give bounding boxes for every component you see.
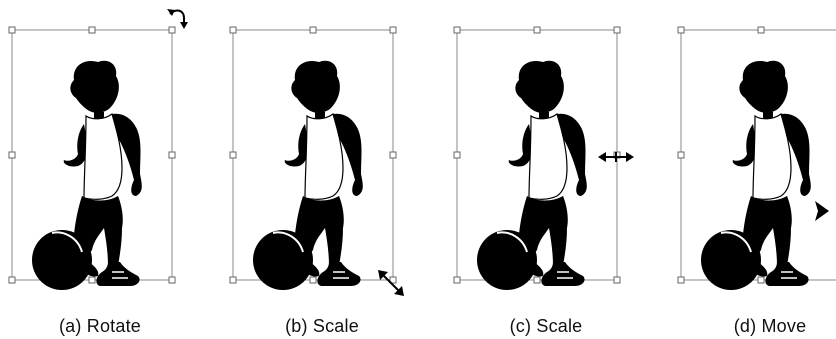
child-silhouette [477,61,587,290]
transform-canvas[interactable] [222,0,422,310]
child-silhouette [32,61,142,290]
panel-rotate: (a) Rotate [0,0,200,339]
child-silhouette [253,61,363,290]
move-arrow-cursor-icon [814,200,830,222]
caption: (b) Scale [222,316,422,337]
rotate-cursor-icon [166,6,188,30]
caption: (d) Move [670,316,836,337]
caption: (a) Rotate [0,316,200,337]
diagonal-resize-cursor-icon [376,268,406,298]
transform-canvas[interactable] [0,0,200,310]
horizontal-resize-cursor-icon [598,150,634,164]
caption: (c) Scale [446,316,646,337]
panel-scale-side: (c) Scale [446,0,646,339]
child-silhouette [701,61,811,290]
transform-canvas[interactable] [670,0,836,310]
panel-move: (d) Move [670,0,836,339]
panel-scale-corner: (b) Scale [222,0,422,339]
